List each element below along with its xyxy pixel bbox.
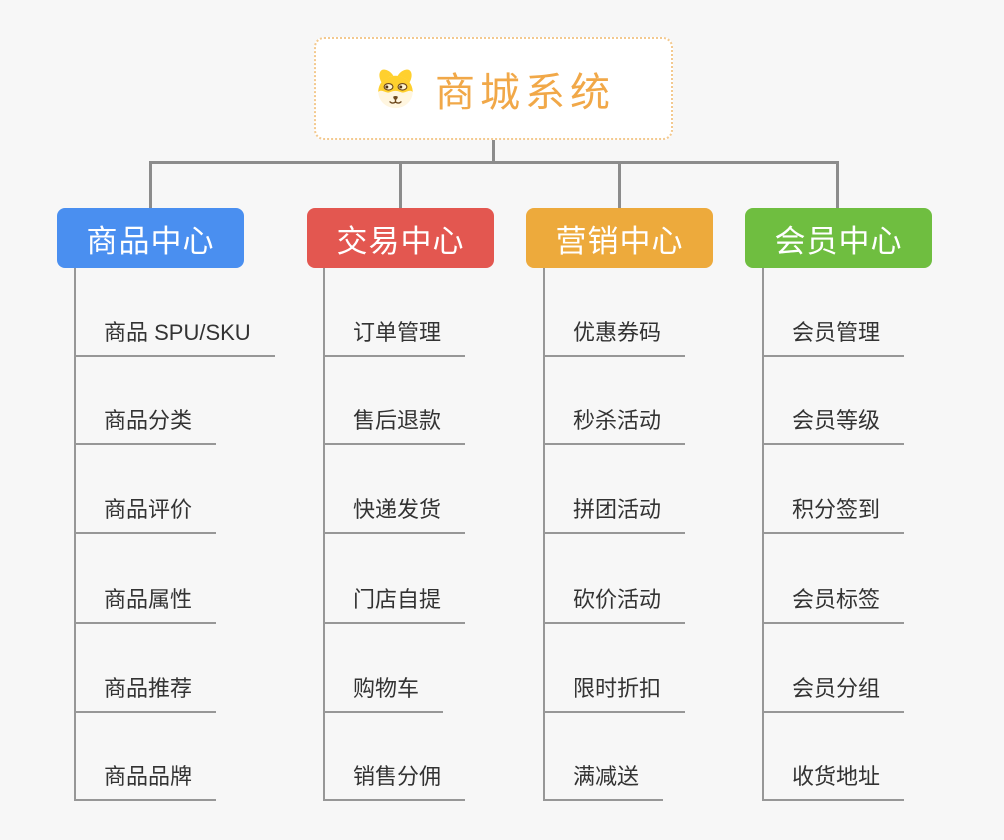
node-item[interactable]: 商品分类 bbox=[74, 407, 217, 445]
branch-label: 商品中心 bbox=[86, 223, 215, 259]
node-item[interactable]: 商品评价 bbox=[74, 496, 217, 534]
node-item[interactable]: 商品推荐 bbox=[74, 675, 217, 713]
branch-member-center[interactable]: 会员中心 bbox=[745, 208, 932, 268]
branch-trunk-line bbox=[323, 268, 325, 801]
connector-drop-3 bbox=[618, 161, 621, 208]
root-node[interactable]: 商城系统 bbox=[314, 37, 673, 140]
dog-face-icon bbox=[372, 67, 419, 111]
node-item[interactable]: 商品品牌 bbox=[74, 763, 217, 801]
connector-drop-1 bbox=[149, 161, 152, 208]
node-item[interactable]: 砍价活动 bbox=[543, 586, 686, 624]
node-item[interactable]: 会员等级 bbox=[762, 407, 905, 445]
node-item[interactable]: 快递发货 bbox=[323, 496, 466, 534]
branch-marketing-center[interactable]: 营销中心 bbox=[526, 208, 713, 268]
branch-label: 营销中心 bbox=[555, 223, 684, 259]
connector-drop-2 bbox=[399, 161, 402, 208]
node-item[interactable]: 门店自提 bbox=[323, 586, 466, 624]
node-item[interactable]: 拼团活动 bbox=[543, 496, 686, 534]
branch-trunk-line bbox=[74, 268, 76, 801]
node-item[interactable]: 会员分组 bbox=[762, 675, 905, 713]
node-item[interactable]: 订单管理 bbox=[323, 319, 466, 357]
node-item[interactable]: 会员管理 bbox=[762, 319, 905, 357]
node-item[interactable]: 收货地址 bbox=[762, 763, 905, 801]
root-title: 商城系统 bbox=[435, 70, 615, 115]
node-item[interactable]: 优惠券码 bbox=[543, 319, 686, 357]
branch-product-center[interactable]: 商品中心 bbox=[57, 208, 244, 268]
branch-trunk-line bbox=[762, 268, 764, 801]
node-item[interactable]: 销售分佣 bbox=[323, 763, 466, 801]
node-item[interactable]: 积分签到 bbox=[762, 496, 905, 534]
branch-label: 会员中心 bbox=[774, 223, 903, 259]
node-item[interactable]: 会员标签 bbox=[762, 586, 905, 624]
node-item[interactable]: 商品属性 bbox=[74, 586, 217, 624]
node-item[interactable]: 满减送 bbox=[543, 763, 664, 801]
branch-trade-center[interactable]: 交易中心 bbox=[307, 208, 494, 268]
node-item[interactable]: 购物车 bbox=[323, 675, 444, 713]
node-item[interactable]: 售后退款 bbox=[323, 407, 466, 445]
branch-label: 交易中心 bbox=[336, 223, 465, 259]
connector-root-stub bbox=[492, 140, 495, 161]
node-item[interactable]: 秒杀活动 bbox=[543, 407, 686, 445]
branch-trunk-line bbox=[543, 268, 545, 801]
connector-horizontal bbox=[149, 161, 839, 164]
node-item[interactable]: 限时折扣 bbox=[543, 675, 686, 713]
node-item[interactable]: 商品 SPU/SKU bbox=[74, 319, 275, 357]
connector-drop-4 bbox=[836, 161, 839, 208]
